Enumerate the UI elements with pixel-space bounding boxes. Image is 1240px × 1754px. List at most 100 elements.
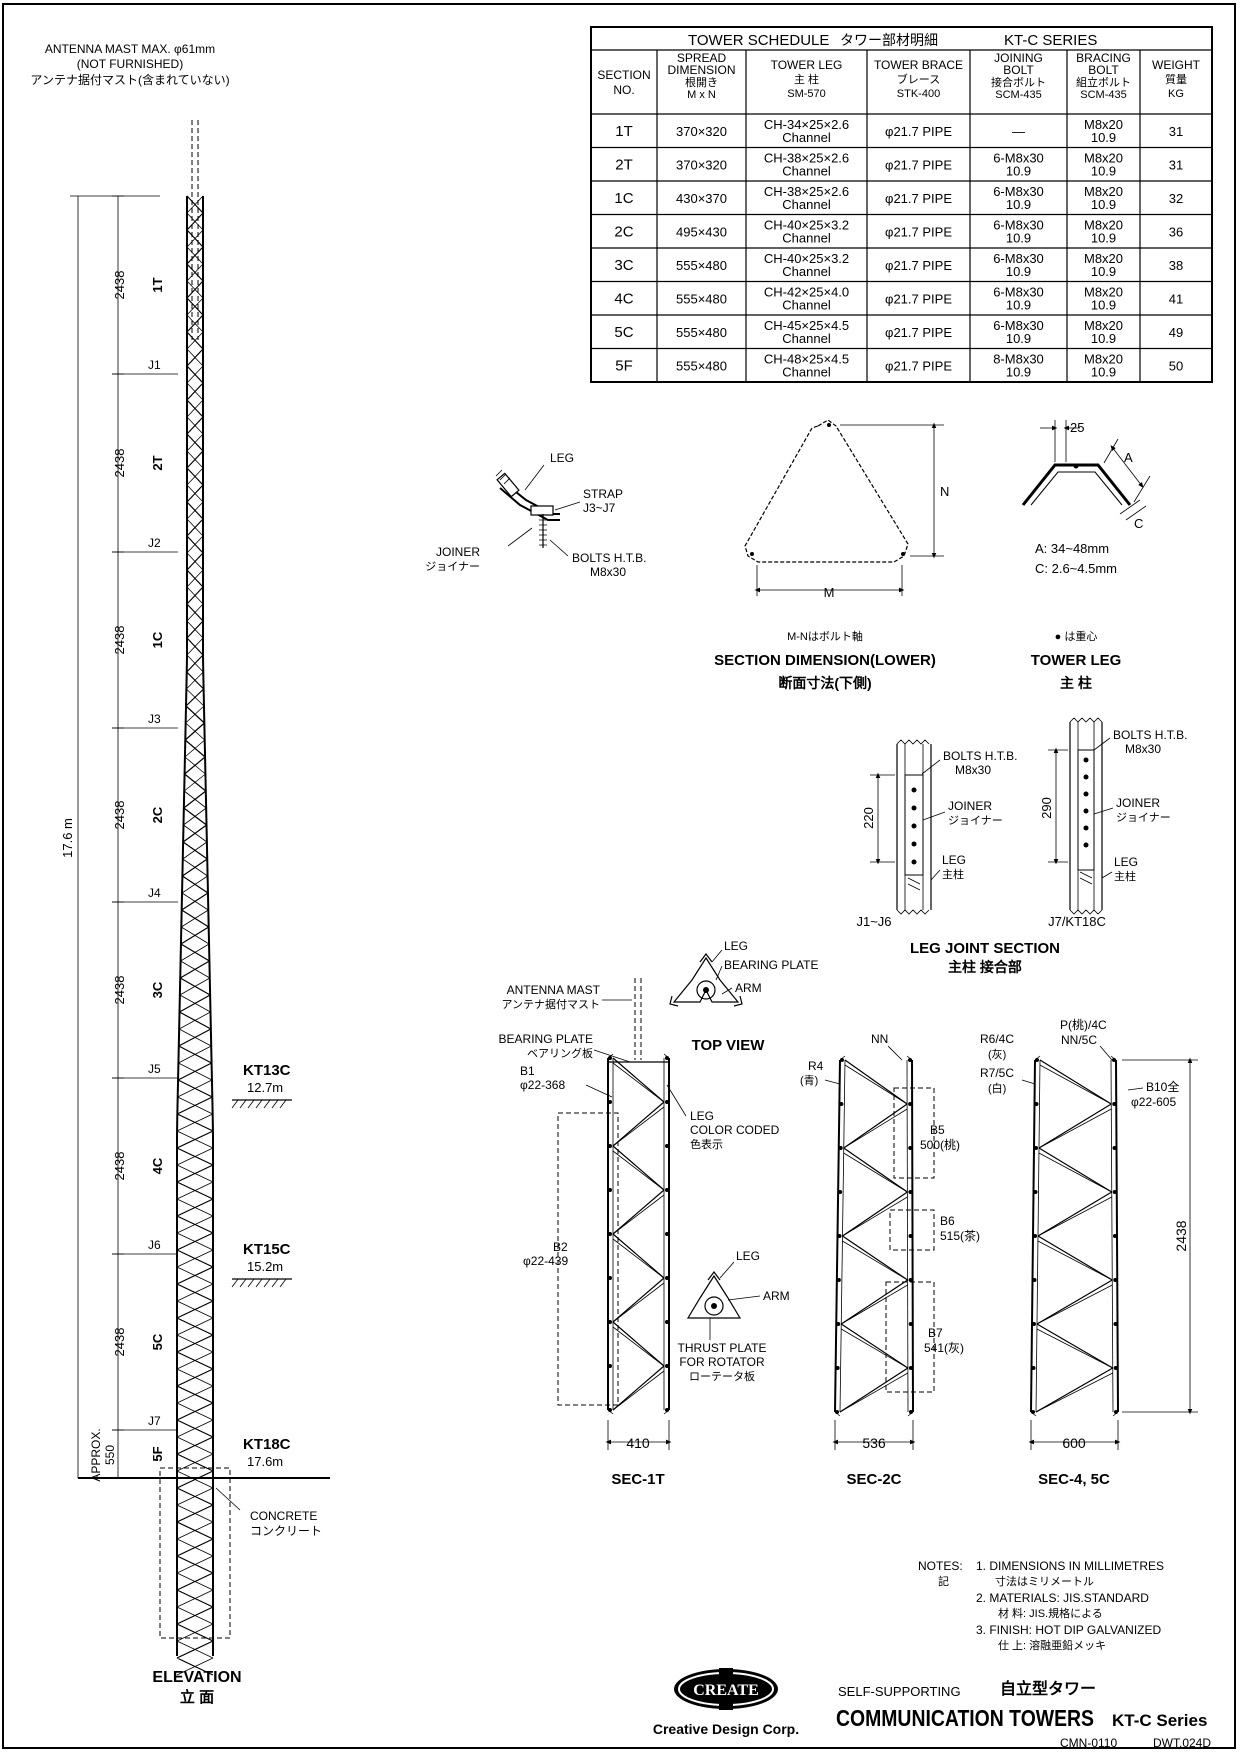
- table-header: JOINING: [994, 51, 1043, 65]
- table-cell: Channel: [782, 297, 831, 312]
- table-header: 根開き: [685, 75, 718, 89]
- company-name: Creative Design Corp.: [653, 1721, 799, 1737]
- table-cell: 10.9: [1006, 197, 1031, 212]
- table-cell: 555×480: [676, 325, 727, 340]
- table-header: BOLT: [1088, 63, 1119, 77]
- table-cell: CH-34×25×2.6: [764, 117, 849, 132]
- notes-block: NOTES: 記 1. DIMENSIONS IN MILLIMETRES 寸法…: [918, 1559, 1164, 1652]
- table-cell: φ21.7 PIPE: [885, 157, 952, 172]
- table-cell: CH-45×25×4.5: [764, 318, 849, 333]
- table-cell: 555×480: [676, 291, 727, 306]
- concrete-label-jp: コンクリート: [250, 1524, 322, 1538]
- table-cell: M8x20: [1084, 184, 1123, 199]
- section-dim-value: 2438: [112, 801, 127, 830]
- sec2c-b5: B5: [930, 1123, 945, 1137]
- strap-label: STRAP: [583, 487, 623, 501]
- table-header: ブレース: [897, 72, 940, 86]
- table-header: 組立ボルト: [1076, 75, 1131, 89]
- sec2c-r4: R4: [808, 1059, 824, 1073]
- table-cell: 5F: [615, 357, 633, 374]
- table-cell: 6-M8x30: [993, 217, 1044, 232]
- joint-label-j5: J5: [148, 1062, 161, 1076]
- section-label-5f: 5F: [150, 1446, 165, 1461]
- note-2: 2. MATERIALS: JIS.STANDARD: [976, 1591, 1149, 1605]
- table-cell: M8x20: [1084, 351, 1123, 366]
- table-cell: 31: [1169, 157, 1183, 172]
- thrust-leg-label: LEG: [736, 1249, 760, 1263]
- sec-1t-view: ANTENNA MAST アンテナ据付マスト BEARING PLATE ベアリ…: [499, 978, 780, 1488]
- sec45c-width: 600: [1062, 1435, 1086, 1451]
- table-header: SECTION: [597, 68, 650, 82]
- top-view-caption: TOP VIEW: [692, 1037, 766, 1054]
- tower-leg-caption-jp: 主 柱: [1060, 675, 1092, 691]
- section-label-1c: 1C: [150, 631, 165, 648]
- sec1t-mast: ANTENNA MAST: [507, 983, 601, 997]
- sec2c-b6-size: 515(茶): [940, 1228, 980, 1243]
- note-1: 1. DIMENSIONS IN MILLIMETRES: [976, 1559, 1164, 1573]
- approx-value: 550: [103, 1445, 117, 1465]
- table-cell: M8x20: [1084, 318, 1123, 333]
- section-dim-note: M-Nはボルト軸: [787, 629, 863, 643]
- elevation-caption: ELEVATION: [152, 1669, 241, 1686]
- section-dim-value: 2438: [112, 1152, 127, 1181]
- table-header: SCM-435: [995, 89, 1041, 101]
- table-cell: 370×320: [676, 124, 727, 139]
- table-cell: 430×370: [676, 191, 727, 206]
- top-leg-label: LEG: [724, 939, 748, 953]
- doc-number: CMN-0110: [1060, 1736, 1117, 1750]
- table-cell: φ21.7 PIPE: [885, 358, 952, 373]
- joiner-label: JOINER: [436, 545, 480, 559]
- table-cell: 50: [1169, 358, 1183, 373]
- model-height: 15.2m: [247, 1259, 283, 1274]
- table-cell: 32: [1169, 191, 1183, 206]
- leg-joint-caption-jp: 主柱 接合部: [948, 959, 1022, 975]
- section-dim-value: 2438: [112, 271, 127, 300]
- table-cell: Channel: [782, 197, 831, 212]
- tower-leg-caption: TOWER LEG: [1031, 652, 1122, 669]
- leg-joint-j1-j6: 220 BOLTS H.T.B. M8x30 JOINER ジョイナー LEG …: [856, 739, 1017, 929]
- lj1-leg: LEG: [942, 853, 966, 867]
- table-cell: 49: [1169, 325, 1183, 340]
- sec1t-bearing-jp: ベアリング板: [527, 1046, 593, 1060]
- sec2c-b7: B7: [928, 1326, 943, 1340]
- table-header: SPREAD: [677, 51, 727, 65]
- bolts-label: BOLTS H.T.B.: [572, 551, 646, 565]
- section-label-4c: 4C: [150, 1157, 165, 1174]
- bolts-size: M8x30: [590, 565, 626, 579]
- section-dim-value: 2438: [112, 976, 127, 1005]
- section-dimension-view: N M M-Nはボルト軸 SECTION DIMENSION(LOWER) 断面…: [714, 419, 949, 691]
- table-cell: Channel: [782, 163, 831, 178]
- logo-text: CREATE: [693, 1682, 759, 1699]
- table-cell: 2T: [615, 156, 633, 173]
- thrust-arm-label: ARM: [763, 1289, 790, 1303]
- table-cell: 10.9: [1091, 130, 1116, 145]
- model-kt15c: KT15C 15.2m: [231, 1241, 292, 1288]
- sec1t-leg-cc-jp: 色表示: [690, 1137, 723, 1151]
- thrust-label-3: ローテータ板: [689, 1369, 755, 1383]
- sec45c-nn: NN/5C: [1061, 1033, 1097, 1047]
- table-cell: Channel: [782, 230, 831, 245]
- sec-45c-view: R6/4C (灰) P(桃)/4C NN/5C R7/5C (白) B10全 φ…: [980, 1017, 1198, 1488]
- table-header: STK-400: [897, 88, 940, 100]
- table-cell: M8x20: [1084, 217, 1123, 232]
- leg-note: ● は重心: [1055, 629, 1098, 643]
- top-bearing-label: BEARING PLATE: [724, 958, 818, 972]
- sec1t-caption: SEC-1T: [611, 1471, 664, 1488]
- table-cell: CH-38×25×2.6: [764, 150, 849, 165]
- table-series: KT-C SERIES: [1004, 32, 1097, 49]
- table-cell: Channel: [782, 364, 831, 379]
- sec-2c-view: NN R4 (青) B5 500(桃) B6 515(茶) B7 541(灰) …: [800, 1032, 980, 1488]
- table-cell: 10.9: [1006, 331, 1031, 346]
- table-cell: 10.9: [1006, 230, 1031, 245]
- dwg-number: DWT.024D: [1153, 1736, 1211, 1750]
- tower-leg-view: 25 A C A: 34~48mm C: 2.6~4.5mm ● は重心 TOW…: [1021, 420, 1151, 691]
- strap-range: J3~J7: [583, 501, 616, 515]
- sec45c-b10-size: φ22-605: [1131, 1095, 1176, 1109]
- section-dim-caption-jp: 断面寸法(下側): [778, 675, 871, 691]
- title-small: SELF-SUPPORTING: [838, 1684, 961, 1699]
- table-cell: φ21.7 PIPE: [885, 224, 952, 239]
- table-header: M x N: [687, 89, 716, 101]
